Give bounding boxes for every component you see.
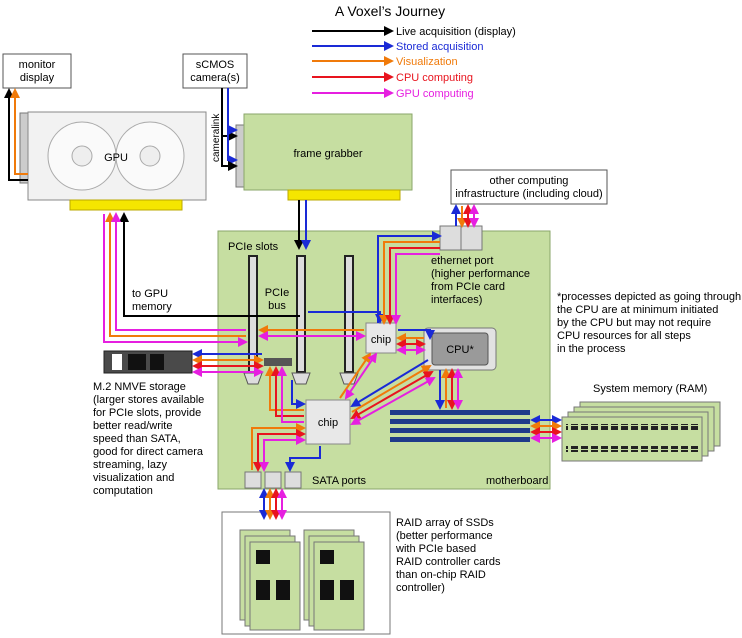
legend: Live acquisition (display) Stored acquis… [312,26,516,100]
arrow-gpu-to-monitor-orange [10,88,28,175]
arrow-camera-to-grabber-blue-2 [227,130,238,165]
sata-label: SATA ports [312,475,367,487]
arrow-chip-ethernet-orange [379,241,440,325]
arrow-gpu-orange-down [105,212,246,337]
legend-label-stored: Stored acquisition [396,41,483,53]
chip-top [365,322,397,354]
arrow-m2chip-red [271,366,304,417]
cpu-socket [423,327,497,371]
camera-box [182,53,248,89]
motherboard-label: motherboard [486,475,548,487]
data-flow-arrows [3,88,562,520]
legend-label-live: Live acquisition (display) [396,26,516,38]
chip-bottom [305,399,351,445]
other-computing-box [450,169,608,205]
arrow-m2chip-magenta [277,366,304,423]
arrow-camera-to-grabber-blue-1 [227,88,238,135]
system-memory-label: System memory (RAM) [593,383,707,395]
arrow-chiptop-chipbottom-magenta [344,352,378,400]
arrow-camera-to-grabber-black-2 [221,136,238,171]
arrow-gpu-magenta-down-2 [103,214,248,347]
diagram-title: A Voxel’s Journey [335,3,445,19]
legend-label-gpu: GPU computing [396,88,474,100]
pcie-slots-label: PCIe slots [228,241,279,253]
arrow-slot2-chipbottom-blue [291,380,306,409]
arrow-chip-ethernet-magenta [391,253,440,325]
arrow-chip-sata-red [253,429,306,472]
frame-grabber-card [235,113,413,201]
arrow-m2chip-orange [265,366,304,411]
arrow-live-bus-to-gpu [119,212,300,317]
gpu-card [19,111,207,211]
arrow-gpu-magenta-down-1 [111,212,246,331]
ssd-stack-right [303,529,365,631]
arrow-chip-ethernet-blue [377,231,442,323]
chip-bottom-label: chip [318,417,338,429]
monitor-box [2,53,72,89]
ram-sticks [561,401,721,462]
arrow-chip-cpu-blue [398,329,435,340]
ram-slots [390,410,530,442]
arrow-chip-sata-magenta [259,435,306,472]
arrow-cpu-chip-magenta [350,377,436,425]
cpu-label: CPU* [446,344,474,356]
pcie-slot-2 [291,255,311,385]
legend-label-visualization: Visualization [396,56,458,68]
frame-grabber-label: frame grabber [293,148,362,160]
arrow-chip-ethernet-red [385,247,440,325]
sata-ports [244,471,302,489]
m2-label: M.2 NMVE storage(larger stores available… [93,381,204,497]
arrow-chip-sata-blue [285,446,321,472]
chip-top-label: chip [371,334,391,346]
ethernet-port [439,225,483,251]
ssd-stack-left [239,529,301,631]
m2-drive [103,350,292,374]
legend-label-cpu: CPU computing [396,72,473,84]
arrow-chip-sata-orange [251,423,306,470]
arrow-gpu-to-monitor-black [3,88,28,181]
gpu-label: GPU [104,152,128,164]
cameralink-label: cameralink [211,113,222,162]
